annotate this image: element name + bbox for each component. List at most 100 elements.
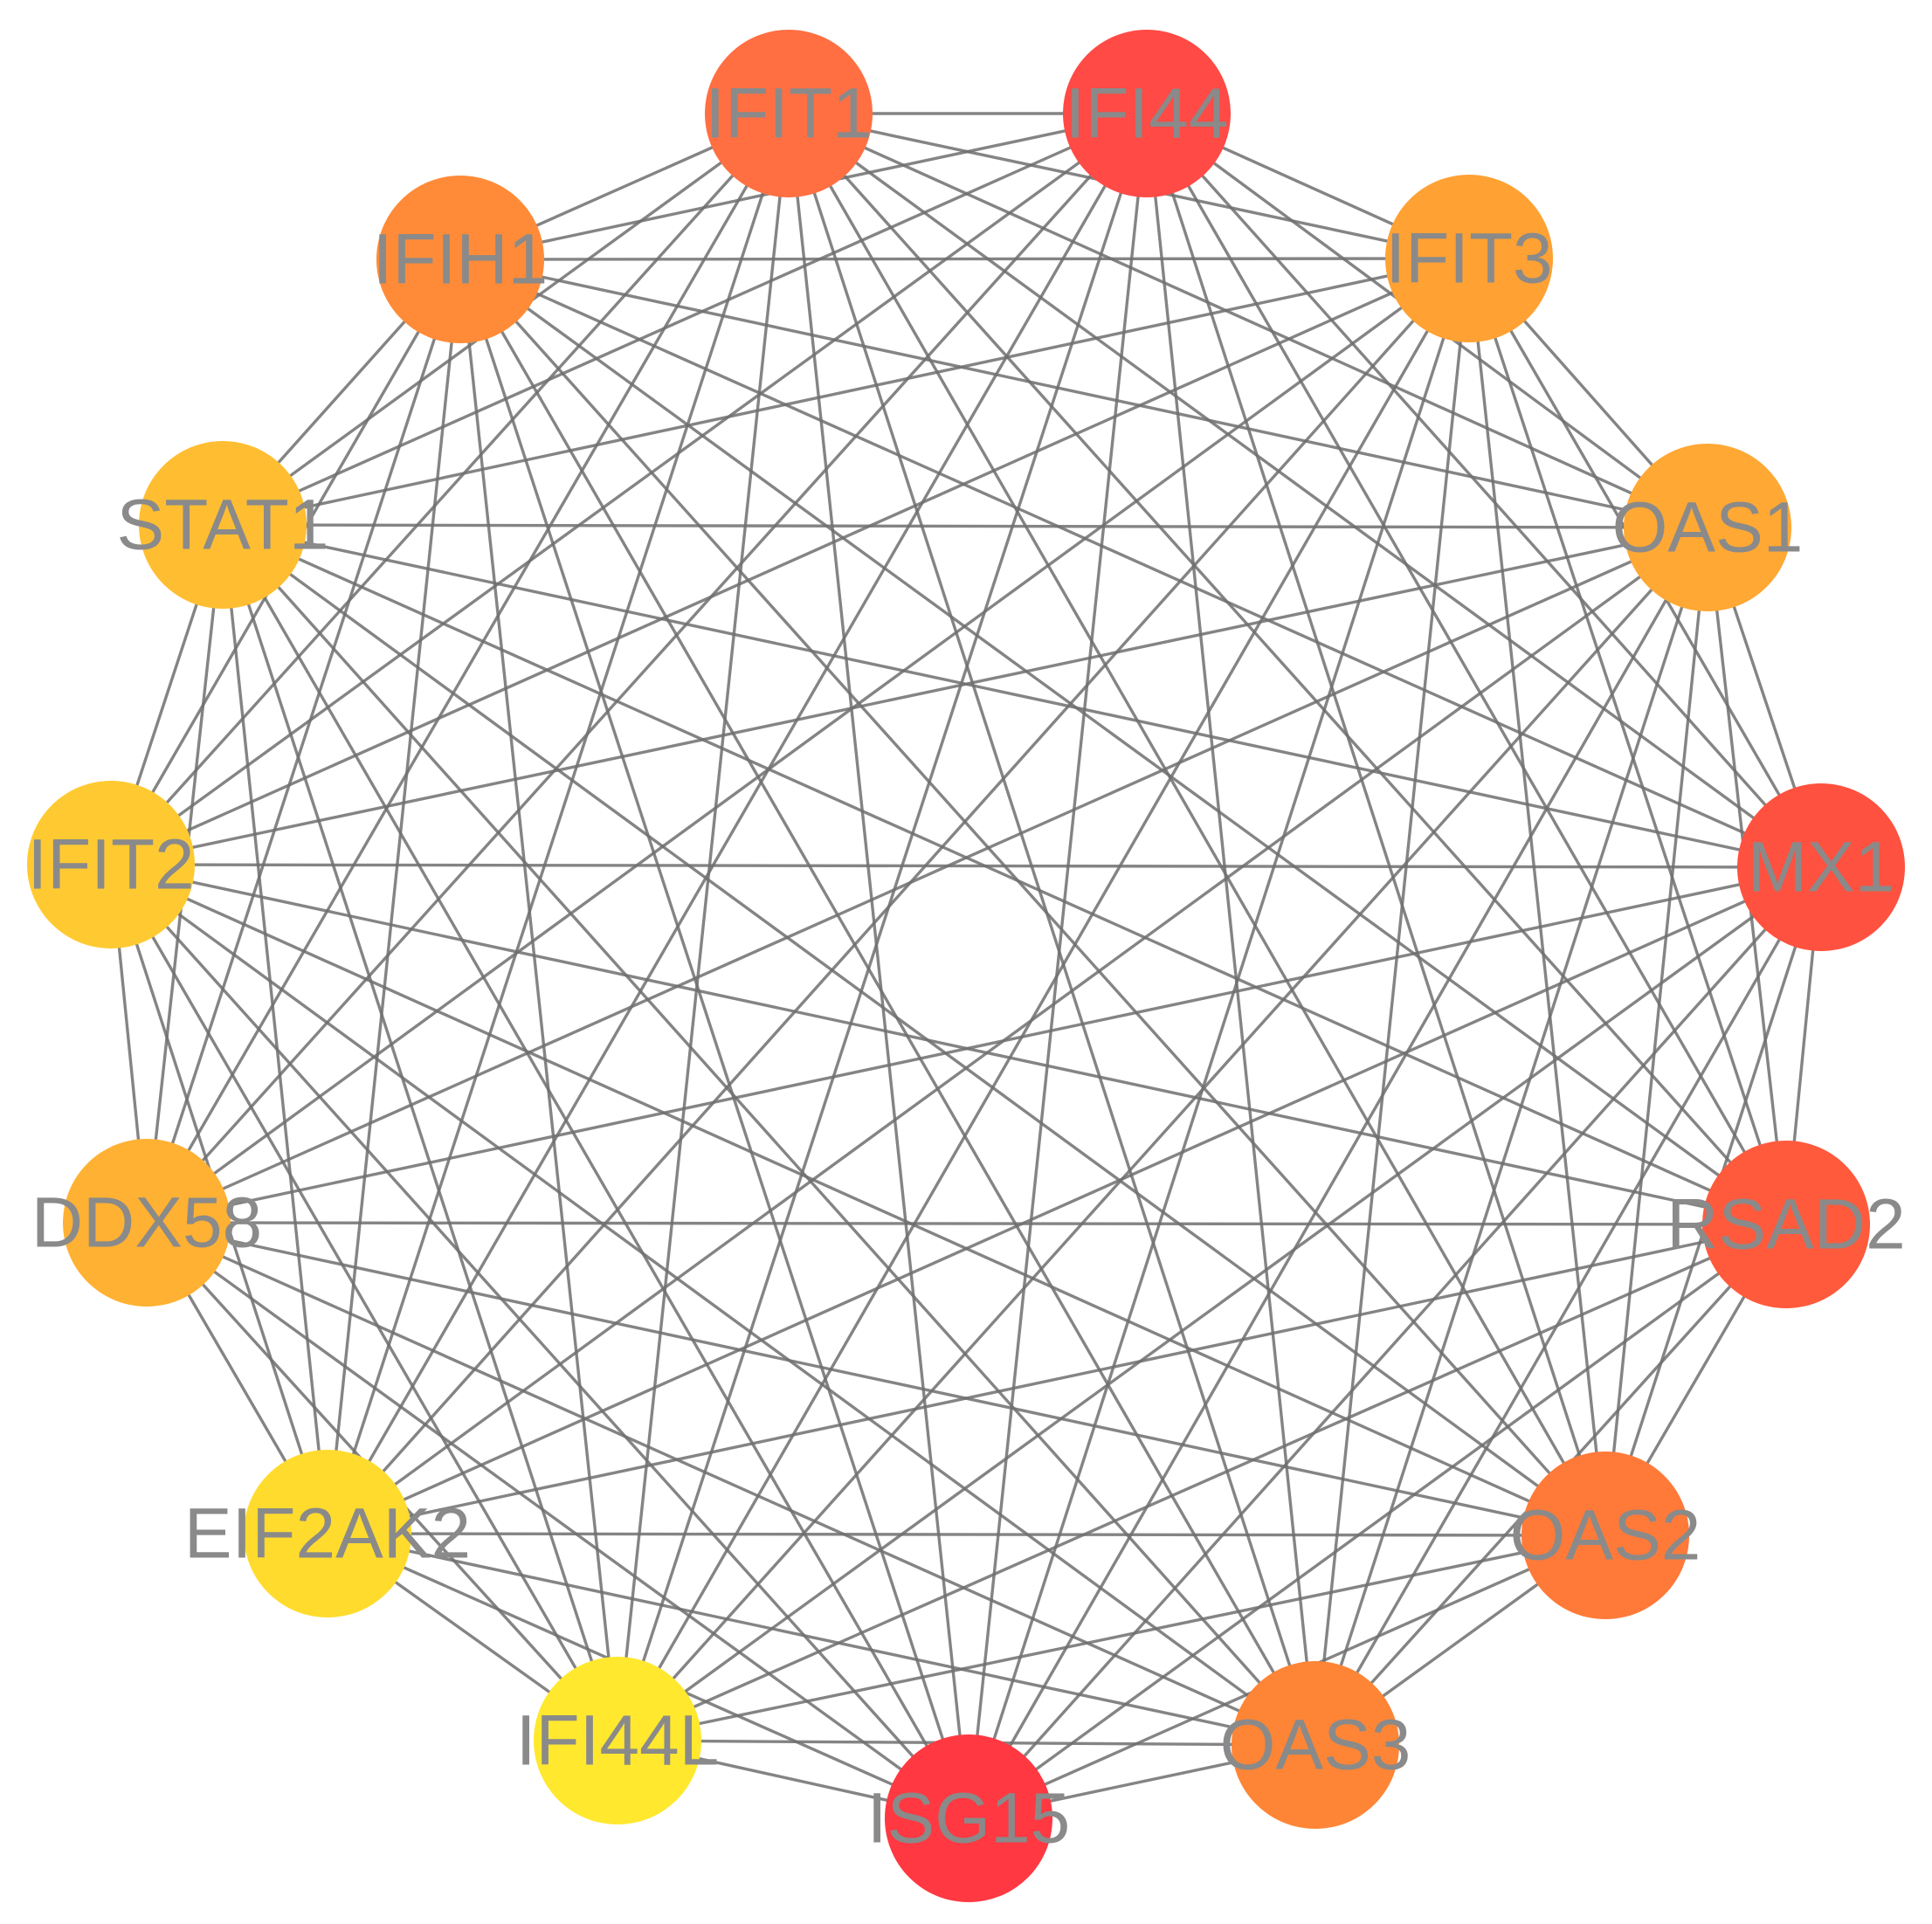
node-rsad2[interactable]: RSAD2 (1666, 1141, 1906, 1308)
edge-rsad2-ifi44l (617, 1223, 1787, 1742)
edge-ifi44-stat1 (222, 112, 1148, 527)
edge-ifi44-isg15 (967, 113, 1149, 1819)
edge-ifit3-stat1 (222, 257, 1470, 527)
node-ifit1[interactable]: IFIT1 (705, 30, 873, 197)
node-circle[interactable] (63, 1139, 231, 1307)
node-label: RSAD2 (1666, 1185, 1905, 1265)
node-oas2[interactable]: OAS2 (1510, 1452, 1701, 1619)
node-circle[interactable] (1521, 1452, 1689, 1619)
node-label: IFIT2 (27, 825, 194, 905)
node-label: EIF2AK2 (184, 1494, 471, 1574)
edge-mx1-ifi44l (617, 865, 1822, 1742)
edge-ifi44-mx1 (1145, 112, 1823, 869)
edge-mx1-ddx58 (146, 865, 1822, 1224)
node-circle[interactable] (376, 176, 544, 343)
node-label: IFI44L (516, 1701, 719, 1781)
node-circle[interactable] (1232, 1661, 1399, 1829)
node-label: OAS2 (1510, 1496, 1701, 1576)
edge-ifi44-rsad2 (1145, 113, 1788, 1225)
edge-oas3-ddx58 (146, 1221, 1316, 1747)
node-circle[interactable] (705, 30, 873, 197)
edge-oas2-stat1 (221, 523, 1607, 1537)
node-label: IFIT3 (1385, 219, 1552, 299)
edge-oas1-ifit2 (110, 526, 1708, 866)
node-ddx58[interactable]: DDX58 (31, 1139, 262, 1307)
edge-oas1-oas2 (1604, 527, 1709, 1536)
edge-ifit1-ifi44l (616, 113, 790, 1741)
edge-rsad2-ifih1 (459, 258, 1788, 1226)
node-circle[interactable] (1063, 30, 1231, 197)
node-eif2ak2[interactable]: EIF2AK2 (184, 1450, 471, 1617)
edge-ifit3-ddx58 (145, 257, 1471, 1224)
edge-mx1-oas3 (1314, 866, 1823, 1746)
edge-ifi44-eif2ak2 (326, 113, 1149, 1534)
edge-ifit1-ddx58 (145, 113, 790, 1224)
node-circle[interactable] (885, 1734, 1052, 1902)
edge-oas3-ifih1 (459, 259, 1317, 1746)
edge-eif2ak2-stat1 (221, 524, 329, 1534)
edge-ifi44-oas2 (1145, 113, 1607, 1536)
edge-mx1-stat1 (222, 523, 1822, 869)
edge-ifi44l-ifih1 (459, 259, 619, 1741)
edge-oas1-ifih1 (459, 258, 1708, 529)
edge-oas3-stat1 (221, 523, 1317, 1747)
node-circle[interactable] (1737, 783, 1905, 951)
edge-ifi44l-ifit2 (109, 864, 619, 1741)
edge-rsad2-ifit2 (110, 863, 1787, 1226)
edge-oas2-ifi44l (617, 1534, 1606, 1742)
edge-ifit3-oas3 (1314, 258, 1471, 1746)
edge-rsad2-eif2ak2 (327, 1223, 1787, 1535)
edge-oas2-ifih1 (459, 258, 1607, 1537)
edge-isg15-ifit2 (109, 863, 970, 1820)
edge-isg15-ifih1 (459, 259, 970, 1819)
node-oas3[interactable]: OAS3 (1220, 1661, 1411, 1829)
edge-ifit3-isg15 (967, 258, 1471, 1819)
edge-mx1-ifit2 (110, 863, 1822, 869)
edge-ifit1-rsad2 (787, 112, 1788, 1226)
edge-ifit1-mx1 (787, 112, 1823, 869)
node-ifit2[interactable]: IFIT2 (27, 781, 195, 948)
nodes-layer: IFIT1 IFI44IFIT3OAS1MX1RSAD2OAS2OAS3ISG15… (27, 30, 1906, 1902)
node-label: IFIT1 (705, 74, 872, 154)
edge-oas3-eif2ak2 (327, 1532, 1316, 1747)
edge-mx1-eif2ak2 (327, 865, 1822, 1535)
node-isg15[interactable]: ISG15 (867, 1734, 1070, 1902)
node-circle[interactable] (534, 1657, 701, 1824)
node-label: IFI44 (1066, 74, 1229, 154)
node-ifi44[interactable]: IFI44 (1063, 30, 1231, 197)
node-label: OAS1 (1612, 488, 1804, 568)
node-mx1[interactable]: MX1 (1737, 783, 1905, 951)
node-ifih1[interactable]: IFIH1 (373, 176, 548, 343)
node-oas1[interactable]: OAS1 (1612, 444, 1804, 611)
node-label: ISG15 (867, 1779, 1070, 1858)
node-circle[interactable] (27, 781, 195, 948)
node-circle[interactable] (1624, 444, 1791, 611)
node-ifit3[interactable]: IFIT3 (1385, 175, 1553, 342)
node-label: OAS3 (1220, 1706, 1411, 1785)
node-label: STAT1 (117, 486, 329, 565)
node-label: DDX58 (31, 1183, 262, 1263)
edge-oas1-oas3 (1314, 527, 1709, 1746)
edge-ifit3-oas2 (1467, 258, 1607, 1536)
node-stat1[interactable]: STAT1 (117, 441, 329, 609)
node-circle[interactable] (244, 1450, 411, 1617)
edge-oas3-ifit2 (109, 863, 1317, 1747)
node-circle[interactable] (1702, 1141, 1870, 1308)
edge-ifit1-isg15 (787, 113, 970, 1819)
edge-ifi44-ifi44l (616, 113, 1149, 1741)
edge-mx1-ifih1 (459, 258, 1822, 869)
edge-rsad2-isg15 (968, 1223, 1787, 1820)
edge-ifit1-eif2ak2 (326, 113, 790, 1534)
node-circle[interactable] (1385, 175, 1553, 342)
edge-oas2-eif2ak2 (327, 1532, 1606, 1537)
edge-ifit3-rsad2 (1467, 258, 1788, 1225)
edge-rsad2-ddx58 (146, 1221, 1787, 1226)
edge-oas1-stat1 (222, 523, 1708, 529)
edge-ifit3-eif2ak2 (326, 257, 1471, 1535)
edge-oas1-eif2ak2 (326, 526, 1709, 1535)
edge-mx1-isg15 (967, 865, 1823, 1820)
node-ifi44l[interactable]: IFI44L (516, 1657, 719, 1824)
edge-eif2ak2-ifih1 (326, 259, 462, 1534)
node-circle[interactable] (139, 441, 307, 609)
edge-ifit3-ifi44l (616, 258, 1471, 1741)
